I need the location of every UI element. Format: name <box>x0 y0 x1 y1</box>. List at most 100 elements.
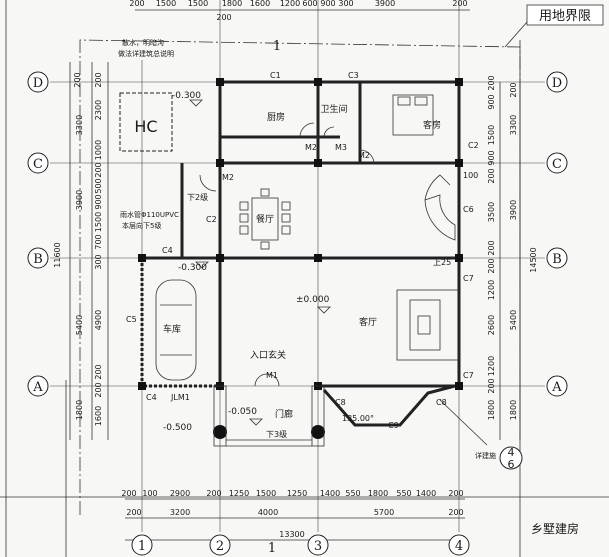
dim-bottom-row1: 100 <box>142 489 157 498</box>
dim-top: 300 <box>338 0 353 8</box>
dim-bottom-row1: 1250 <box>287 489 307 498</box>
elevation-label-0: -0.300 <box>172 91 201 101</box>
dim-left-inner: 1600 <box>94 406 103 426</box>
axis-bubble-col-3: 3 <box>314 539 322 554</box>
room-label-porch: 门廊 <box>275 408 293 420</box>
note-downpipe-1: 雨水管Φ110UPVC <box>120 210 179 219</box>
opening-label-c7: C7 <box>463 371 474 380</box>
axis-bubble-left-B: B <box>33 252 43 267</box>
dim-top: 200 <box>216 13 231 22</box>
room-label-entrance: 入口玄关 <box>250 349 286 361</box>
dim-right-outer: 200 <box>509 82 518 97</box>
elevation-label-3: -0.050 <box>228 407 257 417</box>
opening-label-c8: C8 <box>335 398 346 407</box>
elevation-label-4: -0.500 <box>163 423 192 433</box>
dim-bottom-row1: 1500 <box>256 489 276 498</box>
axis-bubble-right-B: B <box>552 252 562 267</box>
dimension-lines <box>69 9 521 541</box>
plan-labels: 用地界限11散水，明暗沟做法详建筑总说明雨水管Φ110UPVC本层向下5级详建施… <box>118 9 591 556</box>
dim-right-inner: 900 <box>487 94 496 109</box>
opening-label-m2: M2 <box>222 173 234 182</box>
opening-label-c6: C6 <box>463 205 474 214</box>
opening-label-m2: M2 <box>358 151 370 160</box>
opening-label-c4: C4 <box>162 246 173 255</box>
axis-bubble-right-C-circle <box>546 152 568 174</box>
annotation-4: 135.00° <box>342 414 374 423</box>
dim-right-inner: 200 <box>487 240 496 255</box>
opening-label-c2: C2 <box>468 141 479 150</box>
bed-icon <box>392 94 434 136</box>
dim-right-inner: 1200 <box>487 356 496 376</box>
axis-bubble-right-A-circle <box>546 375 568 397</box>
dim-right-outer: 5400 <box>509 310 518 330</box>
dim-left-outer: 5400 <box>75 315 84 335</box>
note-drainage-1: 散水，明暗沟 <box>122 38 164 47</box>
opening-label-m1: M1 <box>266 371 278 380</box>
axis-bubble-left-B-circle <box>27 247 49 269</box>
elevation-markers <box>189 99 331 426</box>
room-label-living: 客厅 <box>359 316 377 328</box>
dim-bottom-row1: 200 <box>206 489 221 498</box>
axis-bubble-col-2: 2 <box>216 539 224 554</box>
dim-right-outer: 14500 <box>529 247 538 272</box>
annotation-2: 上25 <box>433 258 451 267</box>
dim-left-inner: 700 <box>94 234 103 249</box>
dim-left-inner: 500 <box>94 178 103 193</box>
dim-top: 200 <box>129 0 144 8</box>
opening-label-jlm1: JLM1 <box>170 393 190 402</box>
hc-box <box>119 92 173 152</box>
dim-right-inner: 3500 <box>487 202 496 222</box>
dim-left-inner: 200 <box>73 72 82 87</box>
axis-bubble-col-2-circle <box>209 534 231 556</box>
dim-bottom-row1: 1250 <box>229 489 249 498</box>
dim-top: 1200 <box>280 0 300 8</box>
dim-top: 3900 <box>375 0 395 8</box>
opening-label-c9: C9 <box>388 421 399 430</box>
opening-label-c3: C3 <box>348 71 359 80</box>
room-label-dining: 餐厅 <box>256 213 274 225</box>
dim-bottom-total: 13300 <box>279 530 304 539</box>
porch-outline <box>213 384 488 447</box>
sofa-set-icon <box>396 289 460 361</box>
dim-right-inner: 900 <box>487 150 496 165</box>
dim-top: 1500 <box>156 0 176 8</box>
elevation-label-2: ±0.000 <box>296 295 330 305</box>
dim-bottom-row2: 5700 <box>374 508 394 517</box>
dim-right-inner: 200 <box>487 378 496 393</box>
dim-right-outer: 1800 <box>509 400 518 420</box>
dim-left-outer: 11600 <box>53 242 62 267</box>
dim-left-inner: 4900 <box>94 310 103 330</box>
axis-bubble-col-4-circle <box>448 534 470 556</box>
dim-top: 200 <box>452 0 467 8</box>
detail-ref-number: 4 <box>508 446 515 459</box>
dim-bottom-row1: 200 <box>121 489 136 498</box>
walls <box>140 80 461 388</box>
site-boundary-label: 用地界限 <box>539 9 591 24</box>
dim-right-inner: 200 <box>487 168 496 183</box>
section-mark-top: 1 <box>273 39 281 54</box>
axis-bubble-left-D: D <box>33 76 43 91</box>
annotation-1: 下3级 <box>266 429 287 439</box>
dim-top: 1600 <box>250 0 270 8</box>
axis-bubble-right-C: C <box>552 157 562 172</box>
dim-right-inner: 200 <box>487 75 496 90</box>
room-label-garage: 车库 <box>163 323 181 335</box>
axis-bubble-right-B-circle <box>546 247 568 269</box>
dim-left-inner: 200 <box>94 72 103 87</box>
room-label-bathroom: 卫生间 <box>320 103 347 115</box>
dim-left-inner: 1000 <box>94 140 103 160</box>
detail-ref-circle <box>499 446 523 470</box>
staircase-icon <box>424 174 456 241</box>
axis-bubble-col-3-circle <box>307 534 329 556</box>
axis-bubble-left-C-circle <box>27 152 49 174</box>
dim-top: 1800 <box>222 0 242 8</box>
dim-left-inner: 200 <box>94 162 103 177</box>
dim-top: 1500 <box>188 0 208 8</box>
dim-bottom-row2: 4000 <box>258 508 278 517</box>
detail-ref-sheet: 6 <box>508 458 515 471</box>
axis-bubble-left-C: C <box>33 157 43 172</box>
